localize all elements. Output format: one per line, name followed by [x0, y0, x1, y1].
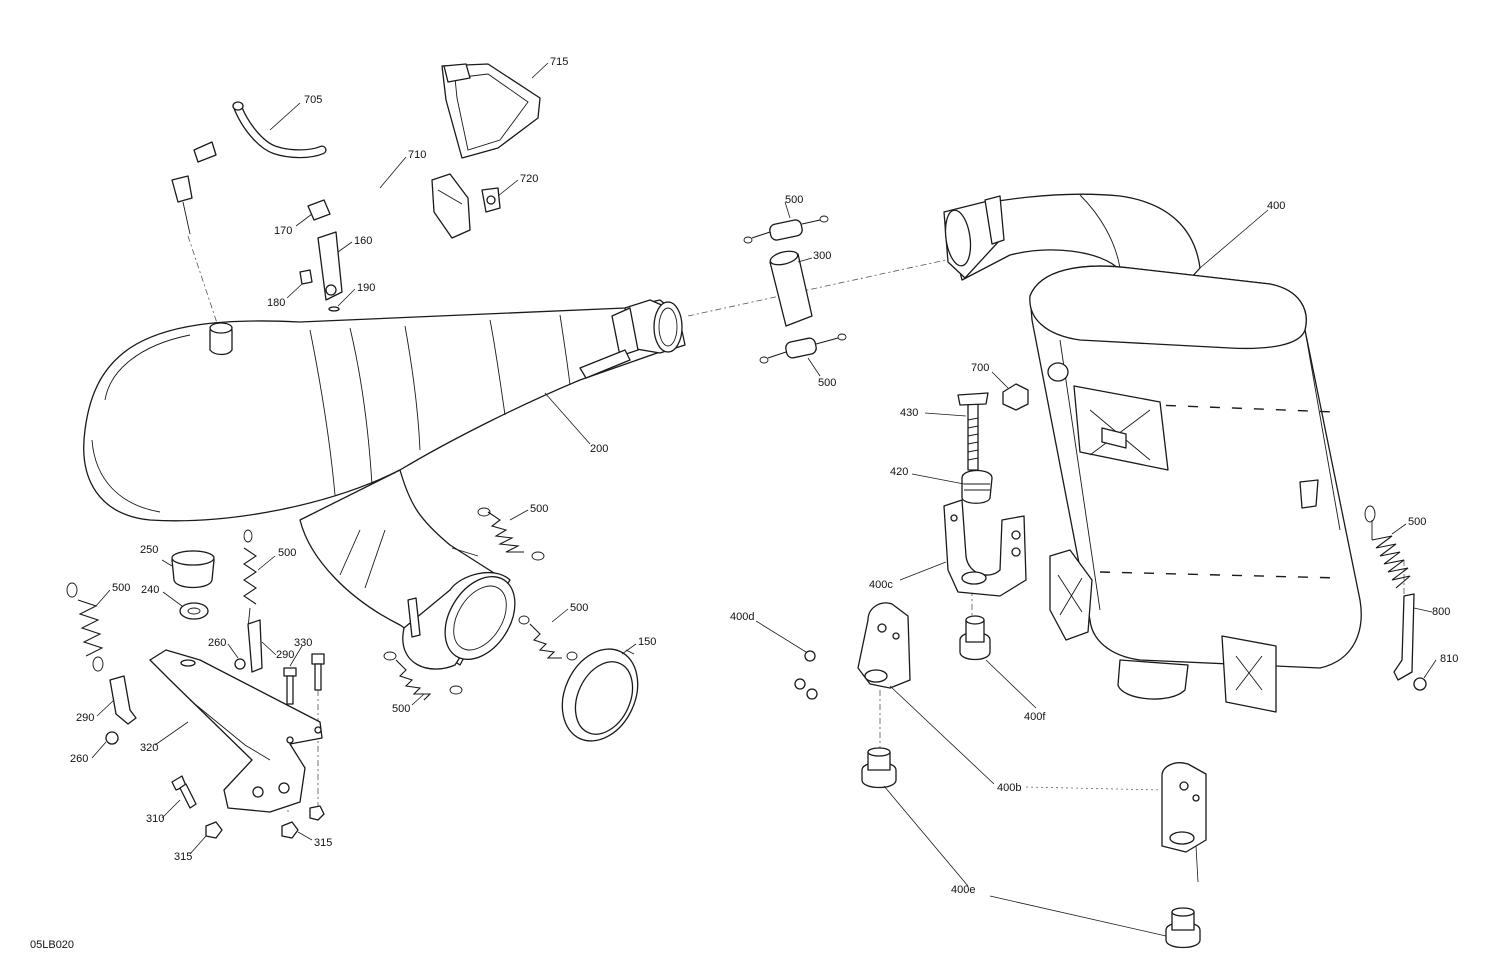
callout-720: 720	[520, 173, 538, 185]
callout-315-a: 315	[174, 851, 192, 863]
diagram-code: 05LB020	[30, 939, 74, 951]
callout-250: 250	[140, 544, 158, 556]
hose-705	[232, 101, 327, 159]
callout-180: 180	[267, 297, 285, 309]
callout-315-b: 315	[314, 837, 332, 849]
callout-labels: 705 715 710 720 170 160 180 190 500 300 …	[30, 56, 1458, 951]
callout-430: 430	[900, 407, 918, 419]
callout-400b: 400b	[997, 782, 1021, 794]
callout-260-b: 260	[70, 753, 88, 765]
tuned-pipe-200	[83, 299, 686, 670]
callout-700: 700	[971, 362, 989, 374]
rear-spring-assembly	[1364, 505, 1427, 691]
bumpers-240-250	[171, 550, 215, 620]
nut-700	[1002, 383, 1029, 411]
callout-300: 300	[813, 250, 831, 262]
callout-290-b: 290	[76, 712, 94, 724]
callout-240: 240	[141, 584, 159, 596]
callout-500-top: 500	[785, 194, 803, 206]
callout-500-left: 500	[112, 582, 130, 594]
callout-400: 400	[1267, 200, 1285, 212]
springs-and-grommet	[743, 215, 847, 364]
muffler-400	[943, 193, 1362, 713]
callout-710: 710	[408, 149, 426, 161]
callout-leaders	[91, 62, 1437, 937]
mounting-bracket-320	[105, 619, 325, 839]
heat-shield-715	[441, 63, 541, 159]
callout-400f: 400f	[1024, 711, 1046, 723]
callout-290-a: 290	[276, 649, 294, 661]
callout-320: 320	[140, 742, 158, 754]
callout-500-c: 500	[570, 602, 588, 614]
callout-500-d: 500	[392, 703, 410, 715]
clamp-parts-160-190	[299, 199, 343, 312]
callout-500-mid: 500	[818, 377, 836, 389]
callout-800: 800	[1432, 606, 1450, 618]
sensor-connector-720	[431, 173, 501, 239]
callout-420: 420	[890, 466, 908, 478]
callout-705: 705	[304, 94, 322, 106]
callout-170: 170	[274, 225, 292, 237]
muffler-mount-400c	[943, 392, 1027, 661]
callout-500-right: 500	[1408, 516, 1426, 528]
callout-310: 310	[146, 813, 164, 825]
sensor-wire-710	[171, 141, 468, 253]
callout-200: 200	[590, 443, 608, 455]
callout-400c: 400c	[869, 579, 893, 591]
callout-400d: 400d	[730, 611, 754, 623]
callout-810: 810	[1440, 653, 1458, 665]
callout-715: 715	[550, 56, 568, 68]
callout-400e: 400e	[951, 884, 975, 896]
callout-330: 330	[294, 637, 312, 649]
callout-260-a: 260	[208, 637, 226, 649]
callout-500-b: 500	[530, 503, 548, 515]
callout-190: 190	[357, 282, 375, 294]
callout-160: 160	[354, 235, 372, 247]
left-springs-and-clamp	[66, 507, 639, 742]
callout-500-a: 500	[278, 547, 296, 559]
callout-150: 150	[638, 636, 656, 648]
